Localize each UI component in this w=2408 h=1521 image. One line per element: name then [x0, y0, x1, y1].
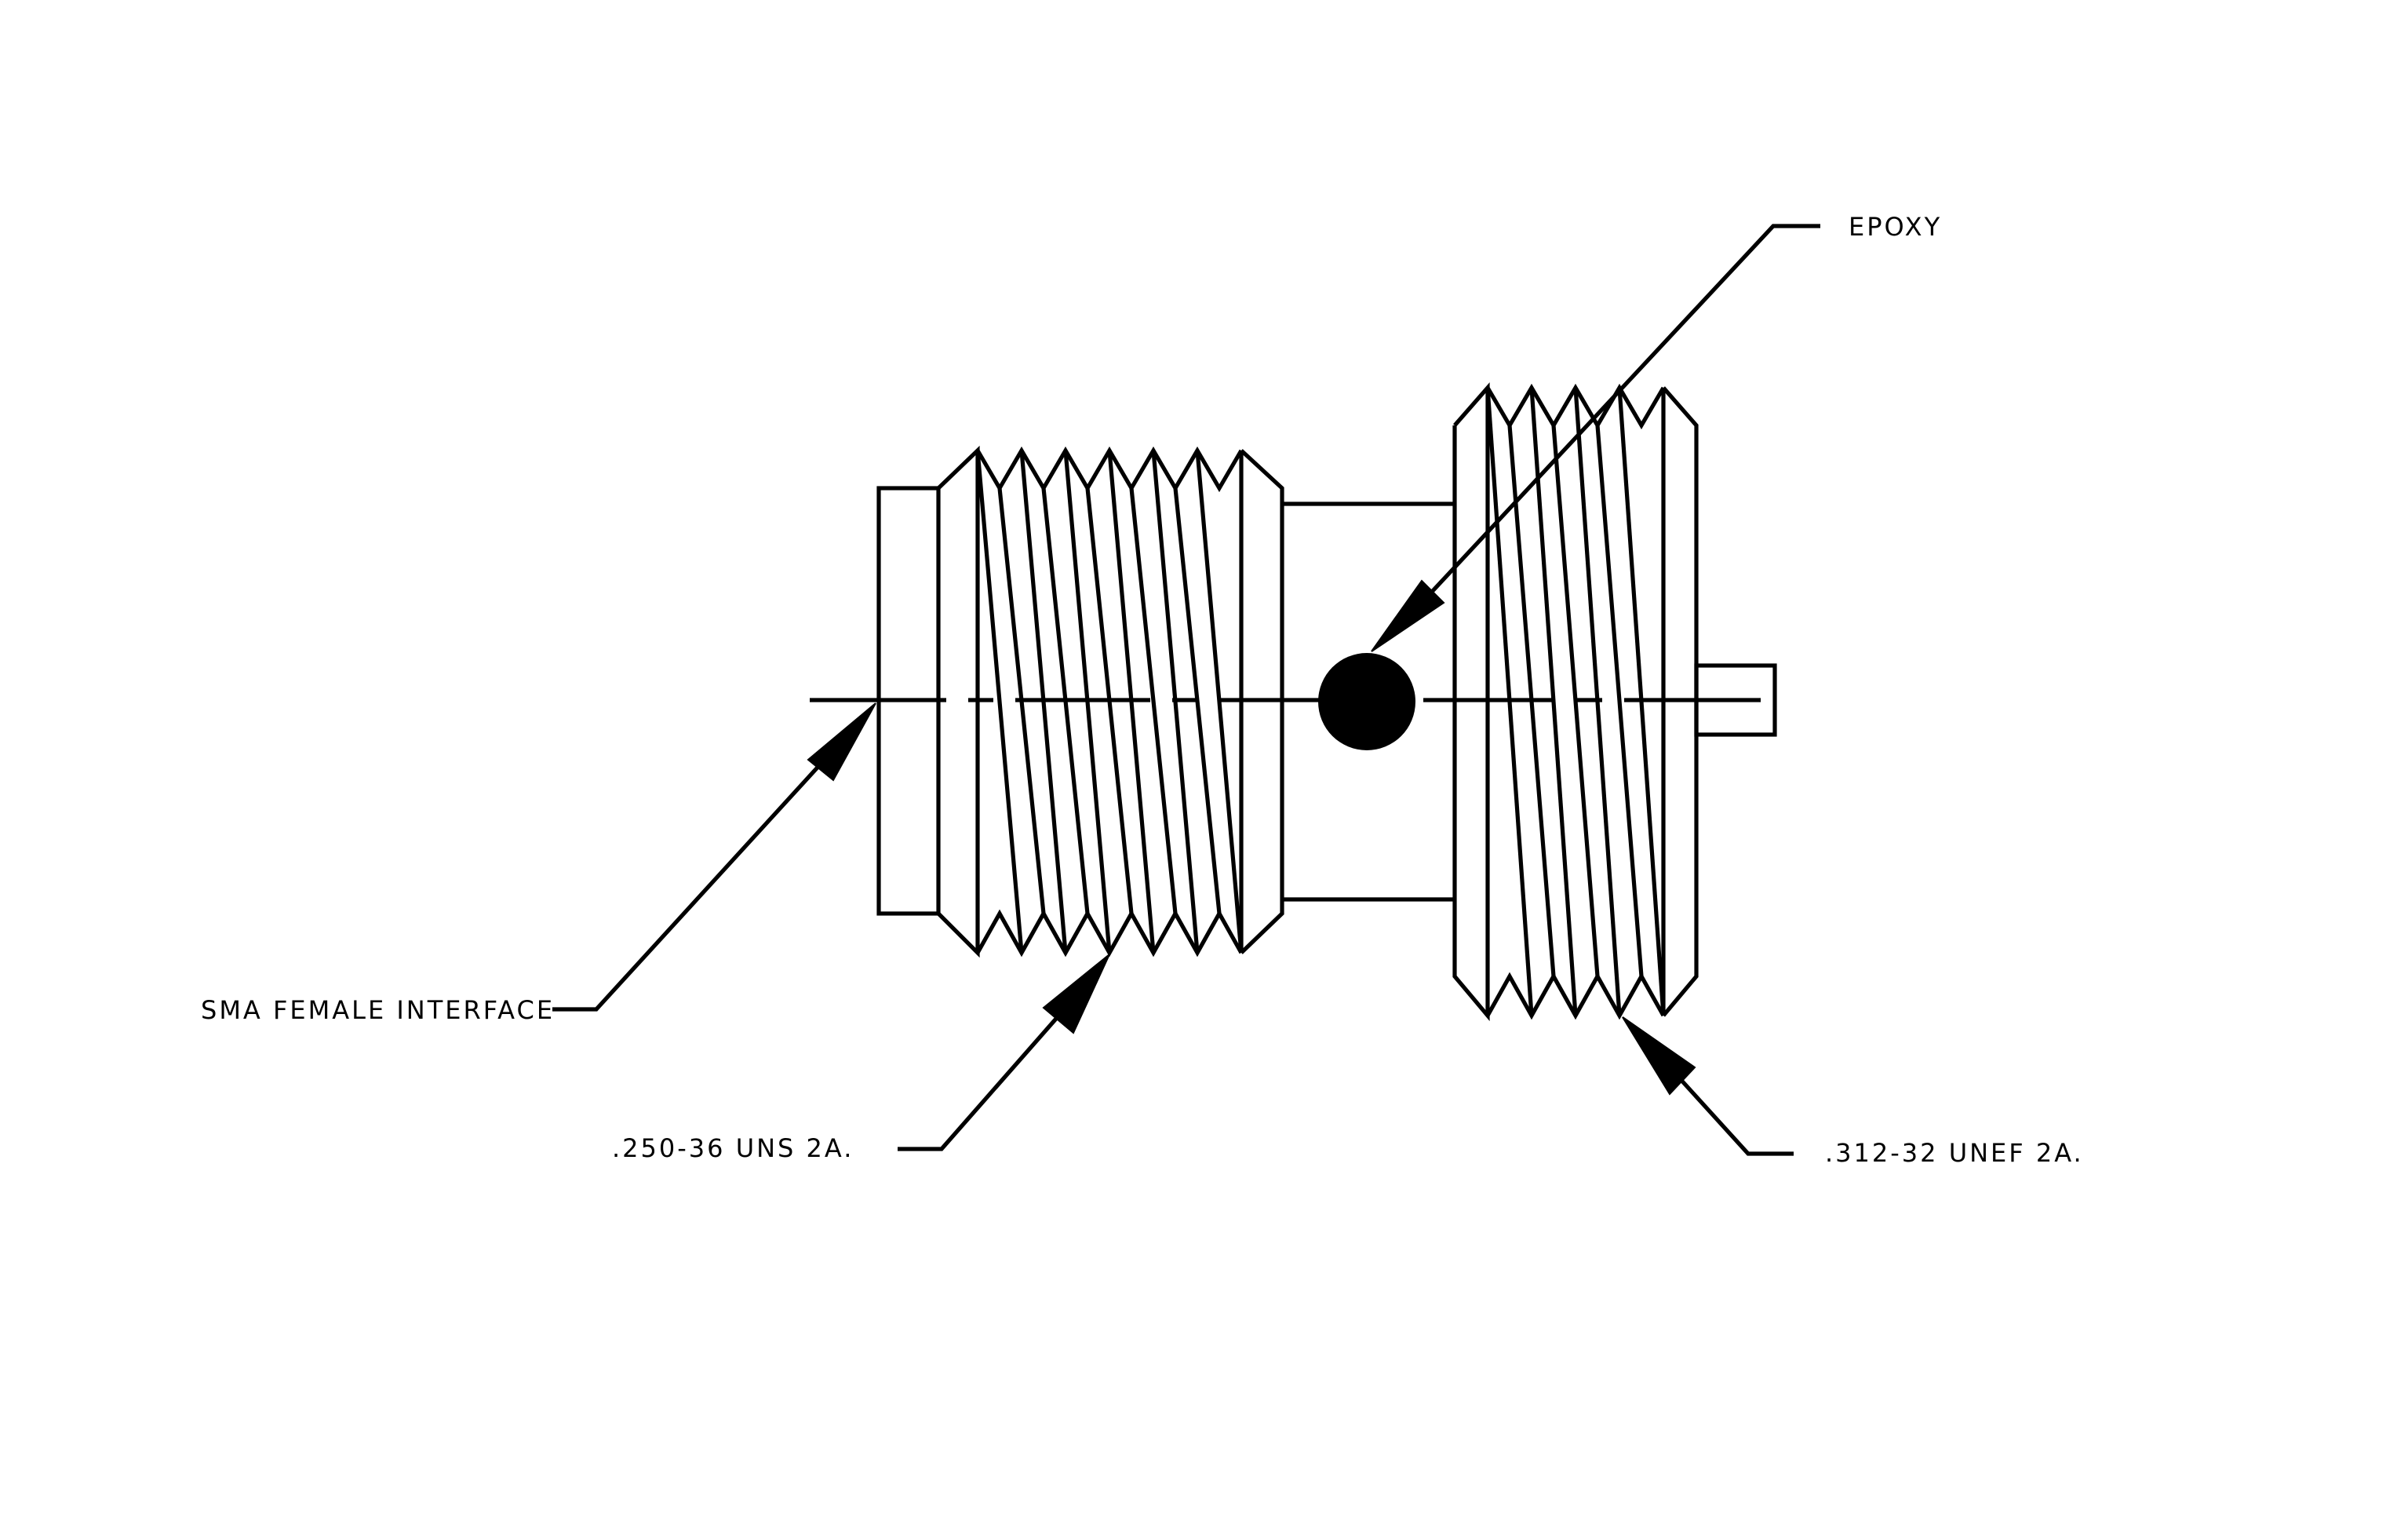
body-neck — [1282, 502, 1455, 902]
left-thread-label: .250-36 UNS 2A. — [612, 1133, 854, 1163]
sma-interface-leader — [552, 702, 876, 1012]
sma-interface-label: SMA FEMALE INTERFACE — [201, 995, 555, 1025]
center-pin — [1694, 663, 1777, 737]
epoxy-leader — [1371, 224, 1820, 652]
right-thread-leader — [1622, 1016, 1794, 1156]
right-thread-label: .312-32 UNEF 2A. — [1825, 1138, 2084, 1168]
left-thread — [937, 445, 1284, 958]
epoxy-label: EPOXY — [1849, 212, 1942, 242]
sma-interface-face — [876, 486, 941, 916]
right-thread — [1452, 382, 1699, 1022]
left-thread-leader — [898, 954, 1110, 1151]
epoxy-dot — [1318, 653, 1415, 750]
